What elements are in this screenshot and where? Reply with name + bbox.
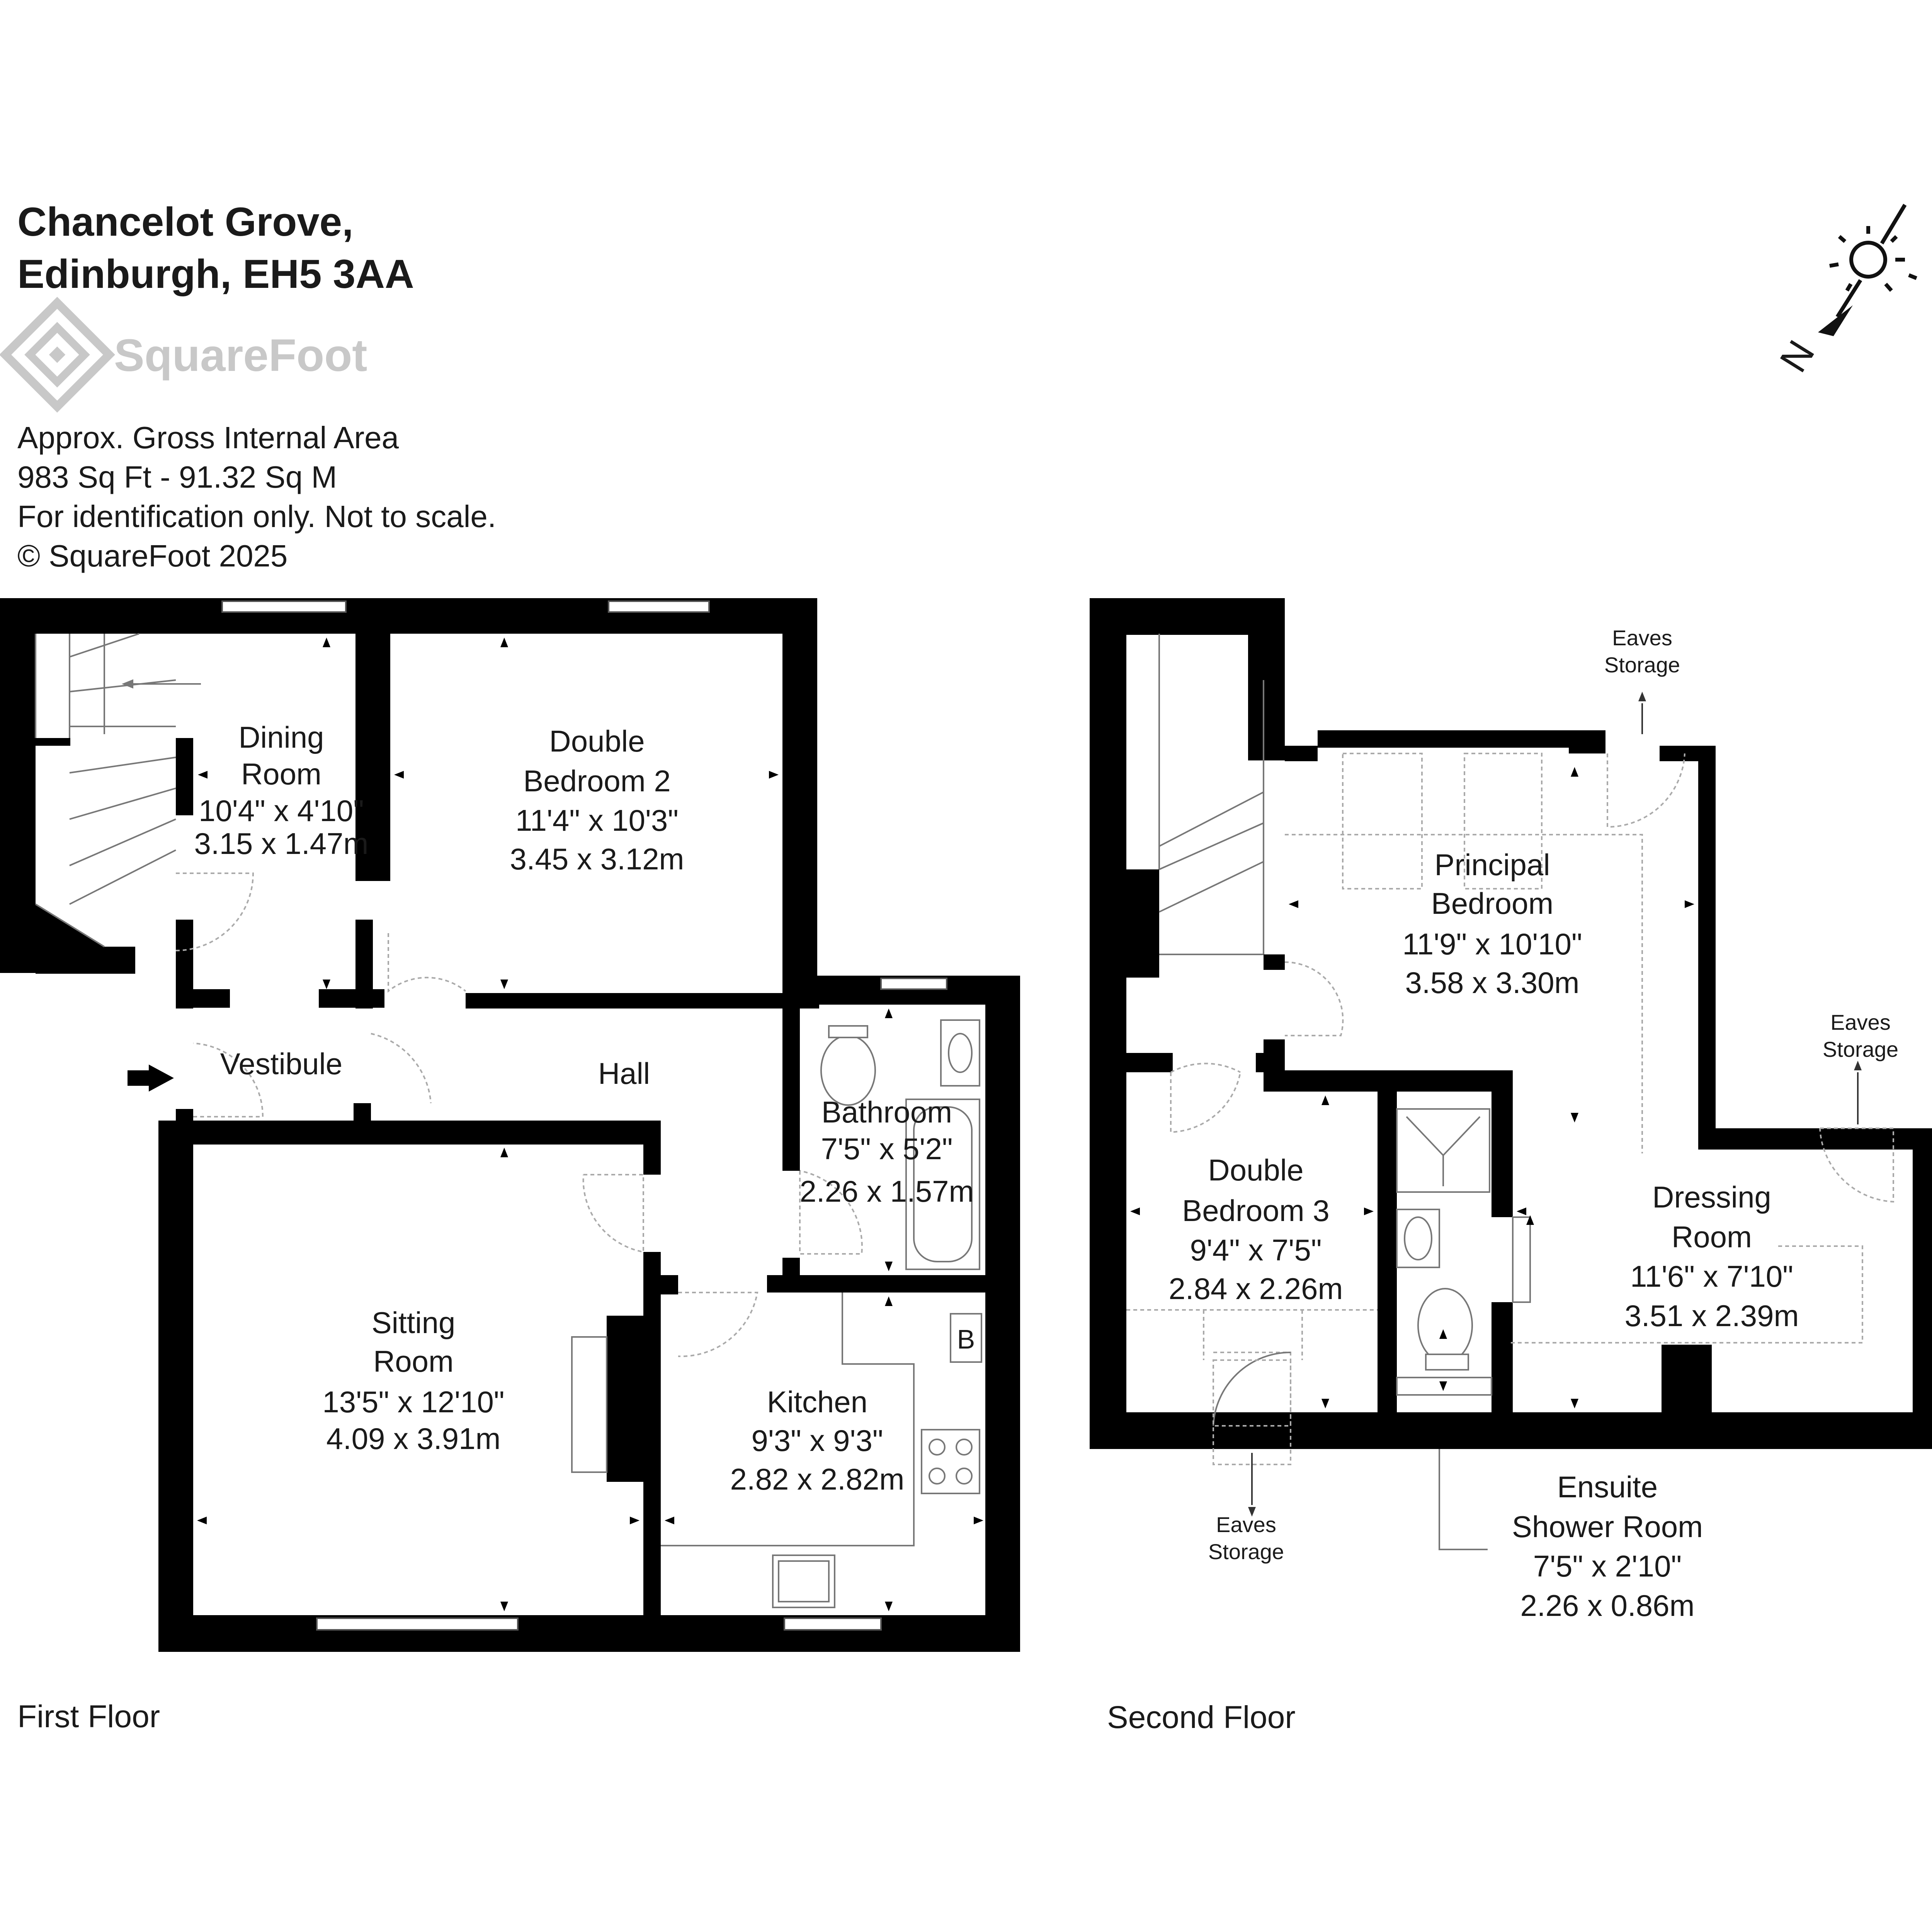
vestibule-name: Vestibule — [220, 1047, 343, 1081]
dimension-markers — [197, 638, 983, 1611]
eaves-storage-top-2: Storage — [1604, 653, 1680, 677]
dressing-room-metric: 3.51 x 2.39m — [1625, 1299, 1799, 1333]
sitting-room-name-1: Sitting — [372, 1306, 456, 1340]
bedroom3-name-2: Bedroom 3 — [1182, 1194, 1330, 1228]
dressing-room-name-1: Dressing — [1652, 1180, 1771, 1214]
brand-name: SquareFoot — [114, 330, 367, 381]
eaves-storage-top-1: Eaves — [1612, 626, 1672, 650]
bathroom-imperial: 7'5" x 5'2" — [821, 1132, 952, 1166]
ensuite-name-1: Ensuite — [1557, 1470, 1658, 1504]
eaves-storage-bottom-1: Eaves — [1216, 1512, 1276, 1537]
compass-icon — [1829, 204, 1917, 318]
eaves-storage-bottom-2: Storage — [1208, 1539, 1284, 1564]
bedroom2-name-1: Double — [549, 724, 645, 758]
dining-room-imperial: 10'4" x 4'10" — [199, 794, 364, 828]
second-floor-label: Second Floor — [1107, 1700, 1296, 1735]
address-line-1: Chancelot Grove, — [17, 199, 353, 245]
dining-room-metric: 3.15 x 1.47m — [194, 827, 369, 861]
bathroom-name: Bathroom — [821, 1095, 952, 1129]
north-label: N — [1772, 333, 1823, 380]
boiler-label: B — [957, 1324, 975, 1354]
eaves-storage-right-2: Storage — [1823, 1037, 1898, 1061]
sitting-room-metric: 4.09 x 3.91m — [327, 1422, 501, 1456]
dimension-markers-second — [1130, 767, 1694, 1408]
ensuite-name-2: Shower Room — [1512, 1510, 1703, 1544]
area-label: Approx. Gross Internal Area — [17, 420, 399, 455]
kitchen-imperial: 9'3" x 9'3" — [751, 1423, 883, 1458]
first-floor-plan — [0, 598, 1020, 1652]
dining-room-name-2: Room — [241, 757, 321, 791]
dressing-room-name-2: Room — [1672, 1220, 1752, 1254]
eaves-storage-right-1: Eaves — [1830, 1010, 1891, 1034]
dressing-room-imperial: 11'6" x 7'10" — [1630, 1259, 1793, 1293]
principal-bedroom-imperial: 11'9" x 10'10" — [1402, 927, 1582, 961]
principal-bedroom-metric: 3.58 x 3.30m — [1405, 966, 1580, 1000]
bedroom3-imperial: 9'4" x 7'5" — [1190, 1233, 1321, 1267]
first-floor-label: First Floor — [17, 1699, 160, 1734]
disclaimer: For identification only. Not to scale. — [17, 499, 496, 534]
dining-room-name-1: Dining — [238, 720, 324, 754]
hall-name: Hall — [598, 1056, 650, 1090]
sitting-room-name-2: Room — [373, 1344, 454, 1378]
copyright: © SquareFoot 2025 — [17, 539, 287, 573]
second-floor-plan — [1090, 598, 1932, 1550]
bedroom3-name-1: Double — [1208, 1153, 1303, 1187]
north-arrow-icon — [1818, 305, 1853, 336]
principal-bedroom-name-1: Principal — [1434, 848, 1550, 882]
bedroom2-imperial: 11'4" x 10'3" — [515, 803, 679, 837]
bedroom3-metric: 2.84 x 2.26m — [1169, 1272, 1343, 1306]
kitchen-name: Kitchen — [767, 1385, 867, 1419]
kitchen-metric: 2.82 x 2.82m — [730, 1462, 905, 1496]
bathroom-metric: 2.26 x 1.57m — [800, 1174, 974, 1208]
squarefoot-logo-icon — [0, 297, 115, 413]
ensuite-metric: 2.26 x 0.86m — [1520, 1588, 1695, 1622]
area-value: 983 Sq Ft - 91.32 Sq M — [17, 460, 337, 494]
bedroom2-metric: 3.45 x 3.12m — [510, 842, 684, 876]
entrance-arrow-icon — [128, 1065, 174, 1092]
ensuite-imperial: 7'5" x 2'10" — [1533, 1549, 1682, 1583]
sitting-room-imperial: 13'5" x 12'10" — [322, 1385, 504, 1419]
bedroom2-name-2: Bedroom 2 — [523, 764, 671, 798]
principal-bedroom-name-2: Bedroom — [1431, 886, 1554, 920]
address-line-2: Edinburgh, EH5 3AA — [17, 252, 414, 297]
